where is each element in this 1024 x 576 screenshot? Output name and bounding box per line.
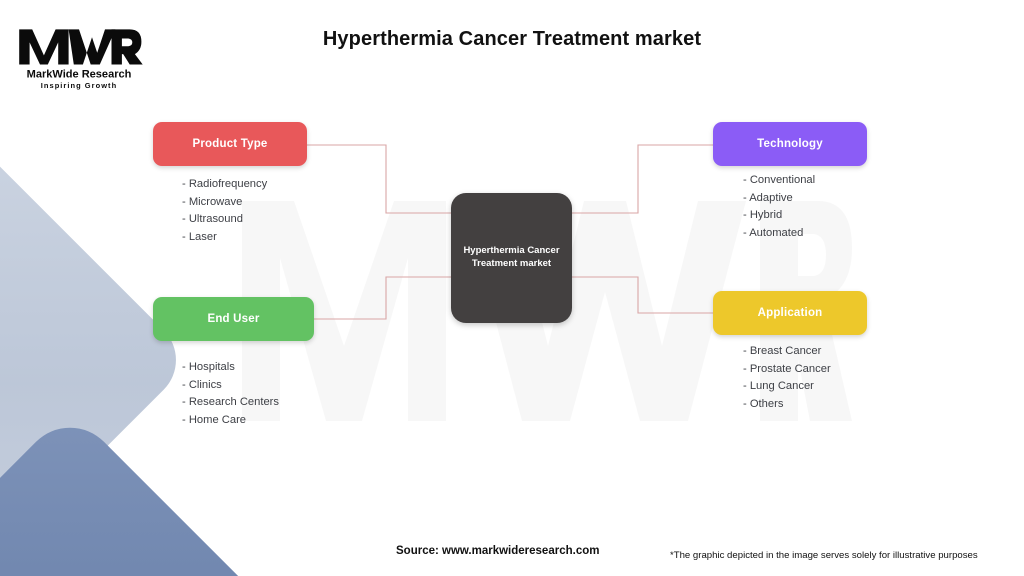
branch-items-application: - Breast Cancer - Prostate Cancer - Lung… bbox=[743, 343, 831, 414]
footer-disclaimer: *The graphic depicted in the image serve… bbox=[670, 550, 978, 561]
footer-source[interactable]: Source: www.markwideresearch.com bbox=[396, 545, 600, 557]
decorative-shape-light bbox=[0, 126, 194, 576]
list-item: - Others bbox=[743, 398, 784, 411]
list-item: - Conventional bbox=[743, 174, 816, 186]
list-item: - Adaptive bbox=[743, 191, 793, 204]
svg-text:Inspiring Growth: Inspiring Growth bbox=[41, 81, 117, 90]
branch-label-product-type: Product Type bbox=[192, 138, 268, 150]
list-item: - Breast Cancer bbox=[743, 345, 822, 357]
list-item: - Lung Cancer bbox=[743, 380, 814, 393]
branch-node-technology[interactable]: Technology bbox=[713, 122, 867, 166]
list-item: - Ultrasound bbox=[182, 213, 243, 226]
branch-items-end-user: - Hospitals - Clinics - Research Centers… bbox=[182, 359, 279, 430]
list-item: - Home Care bbox=[182, 414, 247, 427]
list-item: - Laser bbox=[182, 231, 217, 244]
list-item: - Research Centers bbox=[182, 396, 279, 409]
branch-items-technology: - Conventional - Adaptive - Hybrid - Aut… bbox=[743, 172, 815, 243]
list-item: - Automated bbox=[743, 227, 804, 240]
branch-label-end-user: End User bbox=[207, 313, 260, 325]
branch-node-application[interactable]: Application bbox=[713, 291, 867, 335]
branch-label-technology: Technology bbox=[757, 138, 823, 150]
svg-text:MarkWide Research: MarkWide Research bbox=[27, 69, 132, 81]
list-item: - Hybrid bbox=[743, 209, 783, 222]
center-node-label: Hyperthermia Cancer Treatment market bbox=[457, 245, 565, 271]
page-title: Hyperthermia Cancer Treatment market bbox=[322, 28, 702, 50]
list-item: - Microwave bbox=[182, 195, 243, 208]
list-item: - Radiofrequency bbox=[182, 178, 268, 190]
brand-logo: MarkWide Research Inspiring Growth bbox=[14, 24, 144, 92]
list-item: - Hospitals bbox=[182, 361, 235, 373]
list-item: - Clinics bbox=[182, 378, 222, 391]
branch-label-application: Application bbox=[757, 307, 823, 319]
center-node[interactable]: Hyperthermia Cancer Treatment market bbox=[451, 193, 572, 323]
branch-node-product-type[interactable]: Product Type bbox=[153, 122, 307, 166]
branch-node-end-user[interactable]: End User bbox=[153, 297, 314, 341]
center-node-line1: Hyperthermia Cancer bbox=[463, 245, 560, 257]
center-node-line2: Treatment market bbox=[471, 258, 552, 269]
branch-items-product-type: - Radiofrequency - Microwave - Ultrasoun… bbox=[182, 176, 267, 247]
decorative-shape-dark bbox=[0, 407, 283, 576]
list-item: - Prostate Cancer bbox=[743, 362, 831, 375]
